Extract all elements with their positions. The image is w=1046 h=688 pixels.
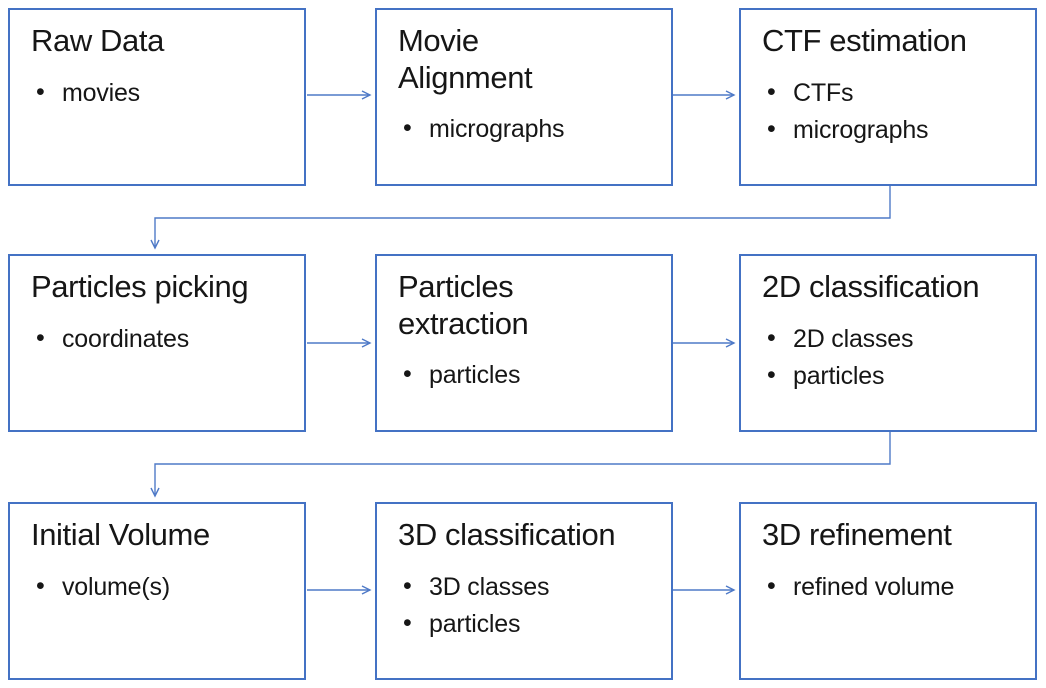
box-outputs: movies [35, 75, 290, 112]
box-outputs: 2D classes particles [766, 321, 1021, 395]
output-item: micrographs [766, 112, 1021, 149]
box-outputs: particles [402, 357, 657, 394]
box-title: CTF estimation [762, 23, 967, 58]
output-item: refined volume [766, 569, 1021, 606]
output-item: movies [35, 75, 290, 112]
arrow-ctf-estimation-to-particles-picking [150, 186, 891, 250]
box-particles-picking: Particles picking coordinates [8, 254, 306, 432]
box-ctf-estimation: CTF estimation CTFs micrographs [739, 8, 1037, 186]
box-2d-classification: 2D classification 2D classes particles [739, 254, 1037, 432]
box-outputs: volume(s) [35, 569, 290, 606]
box-title: 3D classification [398, 517, 616, 552]
box-movie-alignment: Movie Alignment micrographs [375, 8, 673, 186]
box-outputs: refined volume [766, 569, 1021, 606]
box-particles-extraction: Particles extraction particles [375, 254, 673, 432]
box-initial-volume: Initial Volume volume(s) [8, 502, 306, 680]
box-outputs: 3D classes particles [402, 569, 657, 643]
box-title: Particles extraction [398, 269, 529, 341]
output-item: volume(s) [35, 569, 290, 606]
output-item: 2D classes [766, 321, 1021, 358]
box-outputs: CTFs micrographs [766, 75, 1021, 149]
output-item: particles [766, 358, 1021, 395]
output-item: CTFs [766, 75, 1021, 112]
output-item: particles [402, 357, 657, 394]
box-title: Initial Volume [31, 517, 210, 552]
output-item: particles [402, 606, 657, 643]
box-3d-refinement: 3D refinement refined volume [739, 502, 1037, 680]
box-title: 3D refinement [762, 517, 952, 552]
arrow-2d-classification-to-initial-volume [150, 432, 891, 498]
output-item: 3D classes [402, 569, 657, 606]
output-item: micrographs [402, 111, 657, 148]
box-3d-classification: 3D classification 3D classes particles [375, 502, 673, 680]
box-title: Particles picking [31, 269, 249, 304]
box-title: Raw Data [31, 23, 164, 58]
box-title: Movie Alignment [398, 23, 533, 95]
box-title: 2D classification [762, 269, 980, 304]
output-item: coordinates [35, 321, 290, 358]
box-outputs: coordinates [35, 321, 290, 358]
box-outputs: micrographs [402, 111, 657, 148]
box-raw-data: Raw Data movies [8, 8, 306, 186]
